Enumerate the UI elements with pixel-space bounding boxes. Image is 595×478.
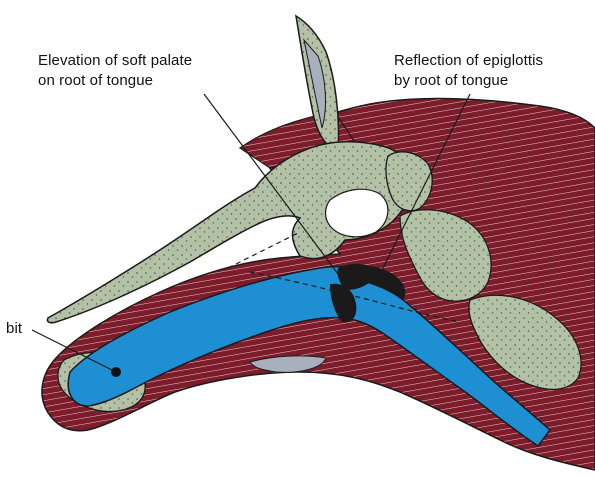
epiglottis-label-line2: by root of tongue: [394, 72, 508, 90]
bit: [111, 367, 121, 377]
bit-label: bit: [6, 320, 22, 338]
soft-palate-label-line1: Elevation of soft palate: [38, 52, 192, 70]
soft-palate-label-line2: on root of tongue: [38, 72, 153, 90]
skull-socket: [326, 189, 388, 237]
epiglottis-label-line1: Reflection of epiglottis: [394, 52, 543, 70]
